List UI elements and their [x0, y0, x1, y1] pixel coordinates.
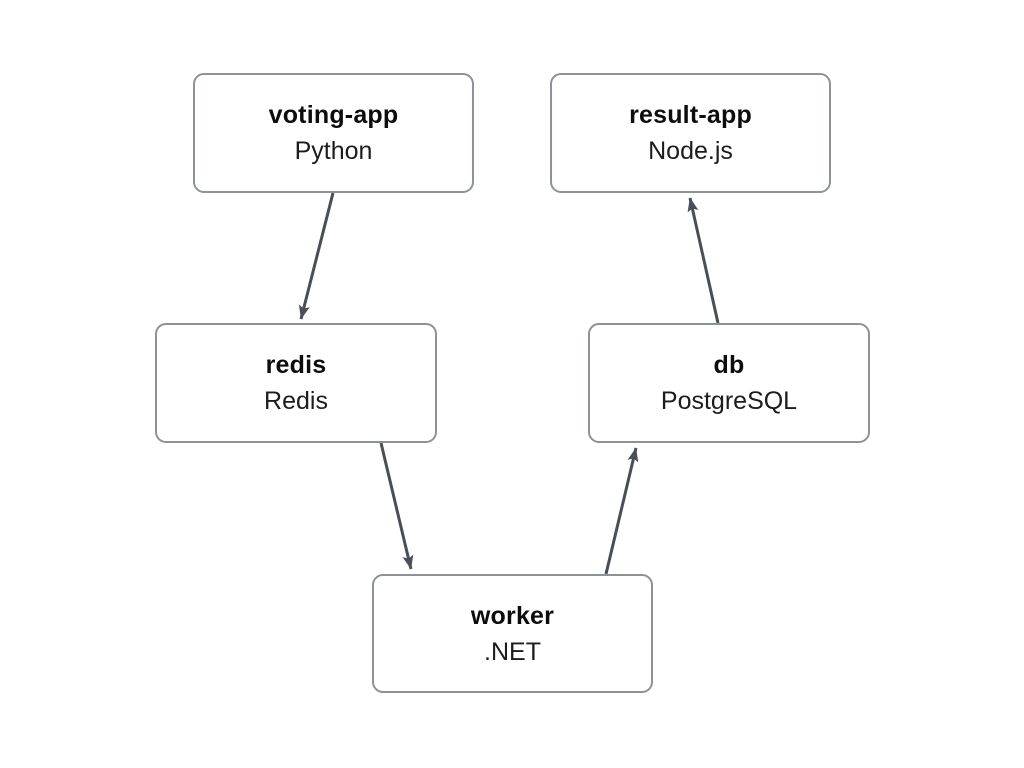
node-worker-subtitle: .NET — [484, 637, 541, 666]
node-voting-app-subtitle: Python — [294, 137, 373, 165]
edge-voting-app-to-redis — [298, 192, 335, 320]
node-worker-title: worker — [470, 601, 555, 630]
node-redis: redis Redis — [155, 323, 437, 443]
node-voting-app-title: voting-app — [268, 101, 399, 129]
node-voting-app: voting-app Python — [193, 73, 474, 193]
node-result-app-subtitle: Node.js — [648, 137, 733, 165]
node-redis-subtitle: Redis — [264, 387, 328, 415]
edge-redis-to-worker — [379, 442, 414, 570]
edge-worker-to-db — [604, 447, 639, 575]
node-db: db PostgreSQL — [588, 323, 870, 443]
node-db-title: db — [713, 351, 745, 379]
node-worker: worker .NET — [372, 574, 653, 693]
edge-db-to-result-app — [687, 197, 720, 324]
node-result-app: result-app Node.js — [550, 73, 831, 193]
node-db-subtitle: PostgreSQL — [660, 387, 798, 415]
node-redis-title: redis — [265, 351, 327, 379]
node-result-app-title: result-app — [629, 101, 752, 129]
